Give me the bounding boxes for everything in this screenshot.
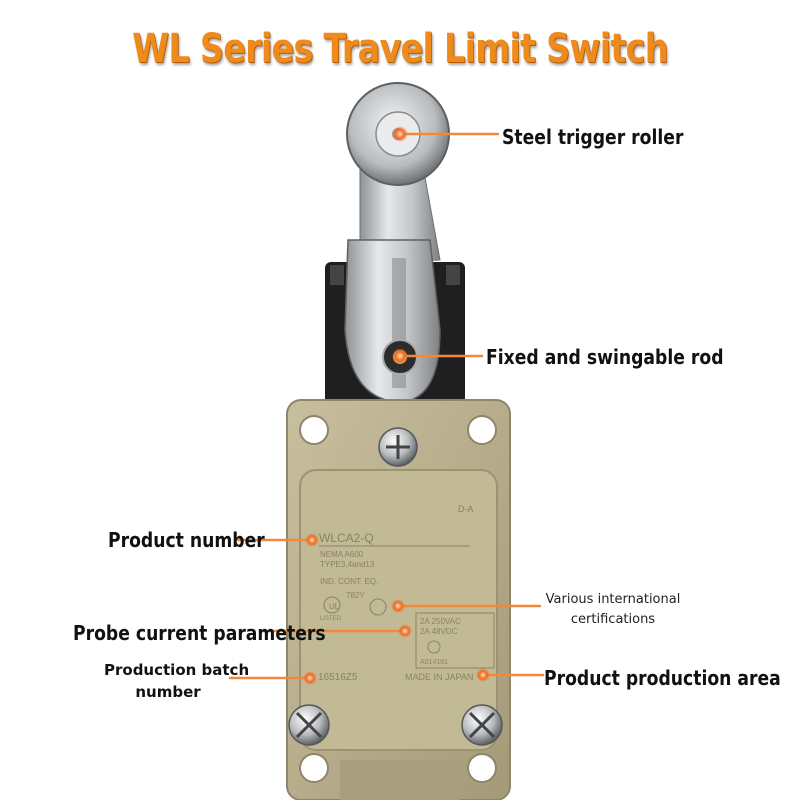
callout-dot	[303, 671, 317, 685]
batch-print: 16516Z5	[318, 672, 358, 683]
callout-batch-line1: Production batch	[104, 661, 250, 679]
ccc-mark	[427, 640, 441, 654]
nema-print: NEMA A600	[320, 550, 364, 559]
rating-box	[415, 612, 495, 669]
corner-code-print: D-A	[458, 504, 474, 514]
mount-hole	[299, 753, 329, 783]
origin-print: MADE IN JAPAN	[405, 672, 473, 682]
callout-probe-current: Probe current parameters	[73, 621, 326, 645]
callout-dot	[392, 348, 408, 364]
callout-dot	[476, 668, 490, 682]
callout-batch: Production batch number	[104, 659, 250, 703]
page-title: WL Series Travel Limit Switch	[132, 26, 668, 72]
callout-dot	[398, 624, 412, 638]
callout-lines	[228, 132, 545, 680]
mount-hole	[467, 415, 497, 445]
ul-mark	[323, 596, 341, 614]
ind-cont-print: IND. CONT. EQ.	[320, 577, 378, 586]
callout-dot	[392, 126, 408, 142]
rating-line-2: 2A 48VDC	[420, 627, 458, 636]
type-print: TYPE3,4and13	[320, 560, 375, 569]
callout-dot	[305, 533, 319, 547]
callout-rod: Fixed and swingable rod	[486, 345, 724, 369]
actuator-head	[325, 239, 465, 410]
rating-line-1: 2A 250VAC	[420, 617, 461, 626]
callout-production-area: Product production area	[544, 666, 781, 690]
cert-number-print: A014181	[420, 659, 448, 666]
cert-code-print: 782Y	[346, 591, 365, 600]
callout-certifications-line1: Various international	[545, 592, 681, 607]
model-print: WLCA2-Q	[319, 531, 374, 545]
ul-listed-print: LISTED	[320, 616, 342, 622]
mount-hole	[467, 753, 497, 783]
svg-text:UL: UL	[329, 602, 340, 611]
callout-dot	[391, 599, 405, 613]
callout-batch-line2: number	[135, 683, 201, 701]
callout-certifications-line2: certifications	[570, 612, 656, 627]
roller-arm	[346, 82, 450, 263]
csa-mark	[369, 598, 387, 616]
callout-roller: Steel trigger roller	[502, 125, 684, 149]
mount-hole	[299, 415, 329, 445]
callout-certifications: Various international certifications	[540, 590, 686, 630]
callout-dots	[303, 126, 490, 685]
callout-product-number: Product number	[108, 528, 265, 552]
